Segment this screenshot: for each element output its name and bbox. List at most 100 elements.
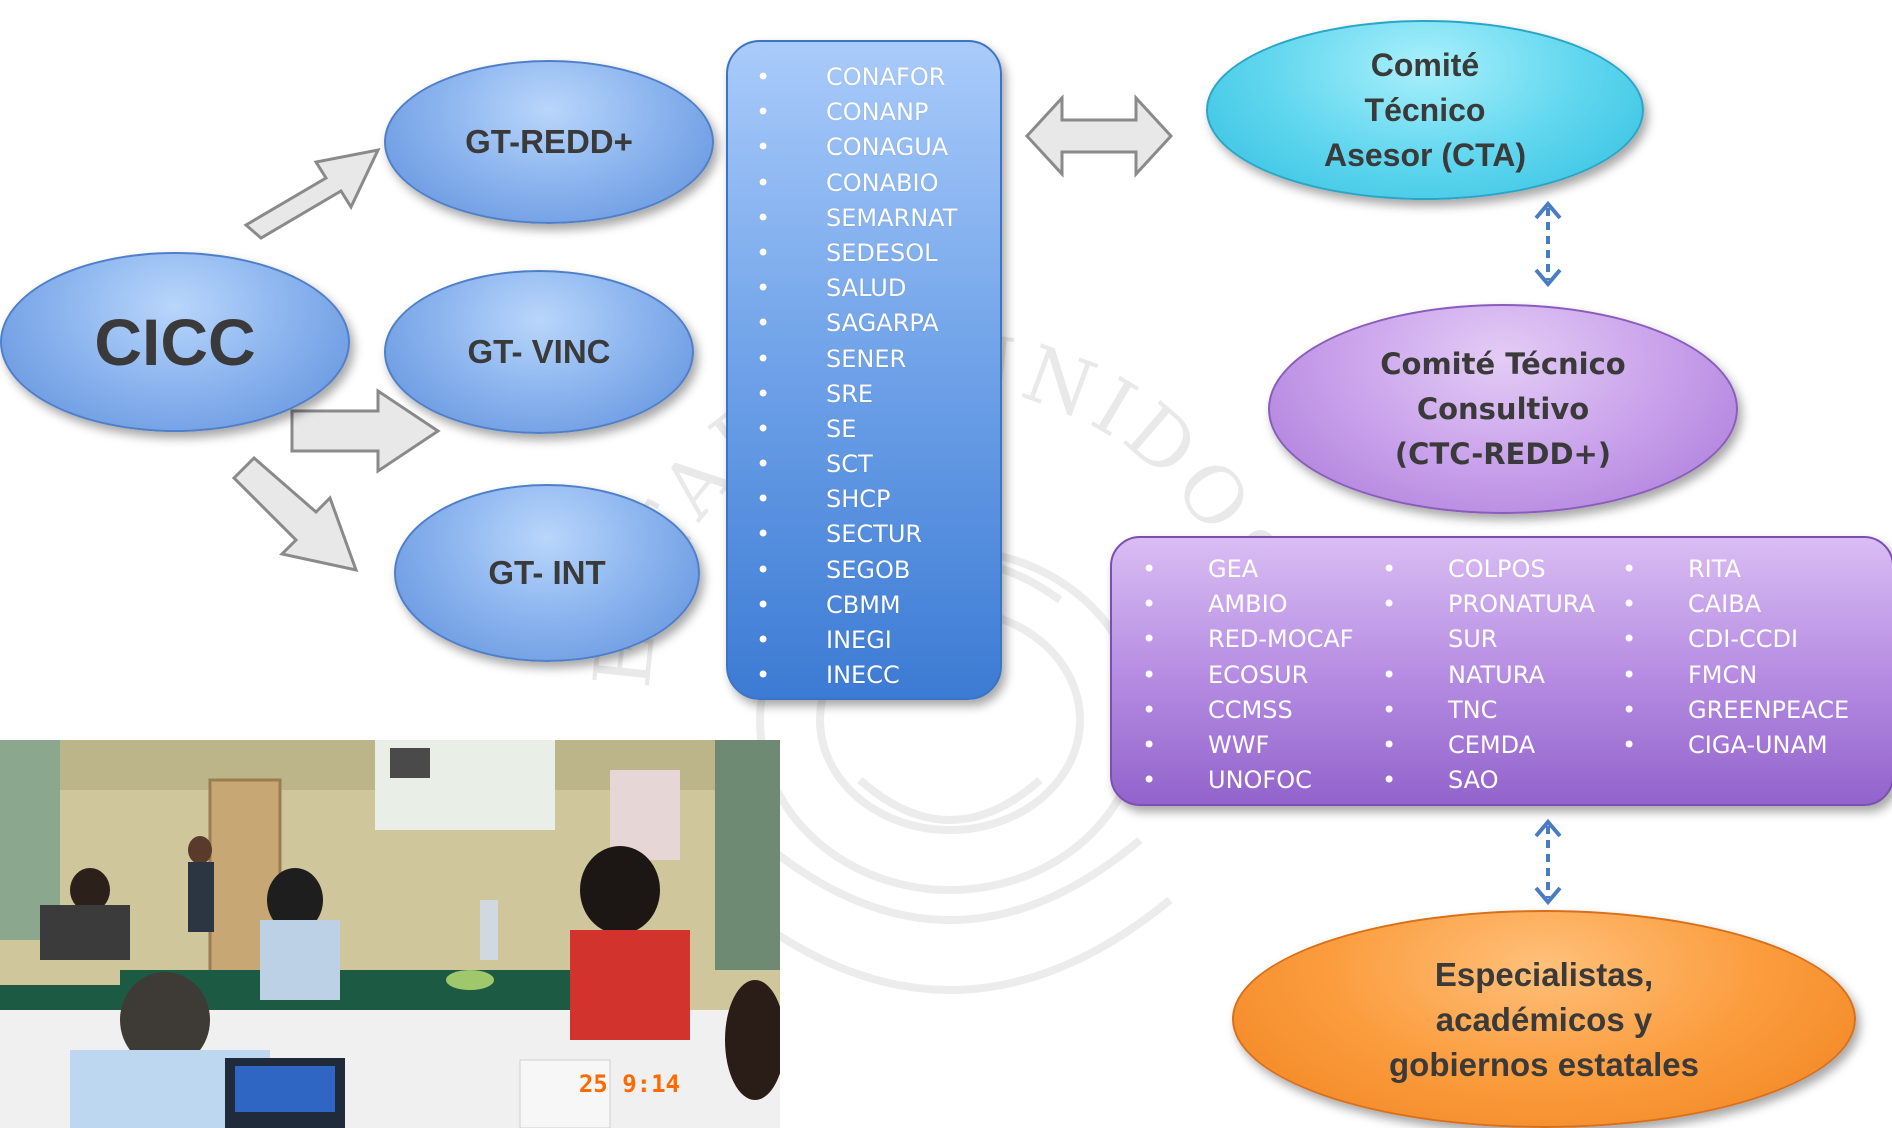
arrow-to-gt-redd [243,147,381,240]
ctc-line-2: Consultivo [1416,391,1590,426]
agencies-list: •CONAFOR•CONANP•CONAGUA•CONABIO•SEMARNAT… [728,60,1000,693]
organization-label: TNC [1448,695,1498,724]
especialistas-line-2: académicos y [1435,1000,1653,1038]
organization-item: •AMBIO [1112,587,1354,622]
especialistas-line-3: gobiernos estatales [1389,1045,1699,1083]
organization-label: UNOFOC [1208,766,1312,795]
organization-item: •CDI-CCDI [1592,622,1849,657]
bullet-icon: • [756,520,771,549]
bullet-icon: • [756,555,771,584]
gt-int-node: GT- INT [394,484,700,662]
bullet-icon: • [1142,555,1157,583]
agency-label: SEDESOL [826,238,938,267]
agency-label: CBMM [826,590,901,619]
agency-item: • SECTUR [728,517,1000,552]
bullet-icon: • [1142,660,1157,689]
organization-item: •CAIBA [1592,587,1849,622]
organization-item: • PRONATURA [1352,587,1595,622]
bullet-icon: • [1142,695,1157,724]
organization-item: •GEA [1112,552,1354,587]
dashed-arrow-cta-ctc [1534,200,1562,288]
bullet-icon: • [756,414,771,443]
bullet-icon: • [1622,660,1637,689]
organization-item: •GREENPEACE [1592,693,1849,728]
agency-item: • CBMM [728,588,1000,623]
organization-item: • CCMSS [1112,693,1354,728]
organization-label: WWF [1208,730,1270,759]
organization-item: • RED-MOCAF [1112,622,1354,657]
agency-item: •INECC [728,658,1000,693]
bullet-icon: • [756,133,771,162]
ctc-line-3: (CTC-REDD+) [1394,436,1612,471]
cicc-node: CICC [0,252,350,432]
cicc-label: CICC [94,305,256,379]
agency-label: CONABIO [826,168,939,197]
agencies-box: •CONAFOR•CONANP•CONAGUA•CONABIO•SEMARNAT… [726,40,1002,700]
organization-label: SAO [1448,766,1499,795]
bullet-icon: • [1382,590,1397,619]
organization-label: AMBIO [1208,590,1288,619]
organization-label: RED-MOCAF [1208,625,1354,654]
agency-item: •CONAFOR [728,60,1000,95]
bullet-icon: • [1142,625,1157,654]
double-arrow [1024,94,1174,178]
agency-item: • INEGI [728,623,1000,658]
ctc-node: Comité Técnico Consultivo (CTC-REDD+) [1268,304,1738,514]
cta-line-2: Técnico [1364,91,1486,128]
organization-label: COLPOS [1448,555,1546,583]
bullet-icon: • [1622,625,1637,654]
agency-label: INEGI [826,626,892,654]
agency-item: •SALUD [728,271,1000,306]
organization-item: •NATURA [1352,658,1595,693]
bullet-icon: • [1142,730,1157,759]
agency-item: • SEGOB [728,553,1000,588]
agency-label: SHCP [826,485,891,514]
agency-item: • SE [728,412,1000,447]
agency-label: SECTUR [826,520,923,549]
agency-label: SE [826,414,857,443]
cta-line-3: Asesor (CTA) [1323,136,1527,173]
organization-label: NATURA [1448,660,1545,689]
organization-item: • ECOSUR [1112,658,1354,693]
agency-label: SRE [826,379,874,408]
organization-label: ECOSUR [1208,660,1309,689]
bullet-icon: • [756,344,771,373]
organizations-column-1: •GEA•AMBIO•RED-MOCAF•ECOSUR•CCMSS•WWF•UN… [1112,552,1354,798]
agency-label: SEMARNAT [826,203,958,232]
gt-redd-label: GT-REDD+ [465,123,633,160]
organization-label: CAIBA [1688,590,1762,619]
organization-item: •FMCN [1592,658,1849,693]
bullet-icon: • [756,238,771,267]
especialistas-node: Especialistas, académicos y gobiernos es… [1232,910,1856,1128]
organization-item: •RITA [1592,552,1849,587]
gt-int-label: GT- INT [488,554,606,591]
organization-label: CIGA-UNAM [1688,730,1828,759]
bullet-icon: • [756,450,771,479]
bullet-icon: • [756,590,771,619]
organization-label: PRONATURA [1448,590,1595,619]
bullet-icon: • [756,485,771,514]
bullet-icon: • [1382,766,1397,795]
bullet-icon: • [1382,730,1397,759]
bullet-icon: • [1622,555,1637,583]
bullet-icon: • [756,63,771,91]
organization-label: CCMSS [1208,695,1293,724]
agency-label: SALUD [826,274,907,303]
agency-item: •SCT [728,447,1000,482]
agency-item: •CONAGUA [728,130,1000,165]
organization-item: •COLPOS [1352,552,1595,587]
agency-item: •CONABIO [728,166,1000,201]
workshop-photo: 25 9:14 [0,740,780,1128]
dashed-arrow-orgs-especialistas [1534,818,1562,906]
agency-item: •SENER [728,342,1000,377]
organization-label: CEMDA [1448,730,1536,759]
agency-item: •SEMARNAT [728,201,1000,236]
agency-item: •SAGARPA [728,306,1000,341]
agency-item: •CONANP [728,95,1000,130]
agency-item: • SEDESOL [728,236,1000,271]
bullet-icon: • [756,626,771,654]
agency-label: SEGOB [826,555,911,584]
organization-item: •UNOFOC [1112,763,1354,798]
cta-node: Comité Técnico Asesor (CTA) [1206,20,1644,200]
